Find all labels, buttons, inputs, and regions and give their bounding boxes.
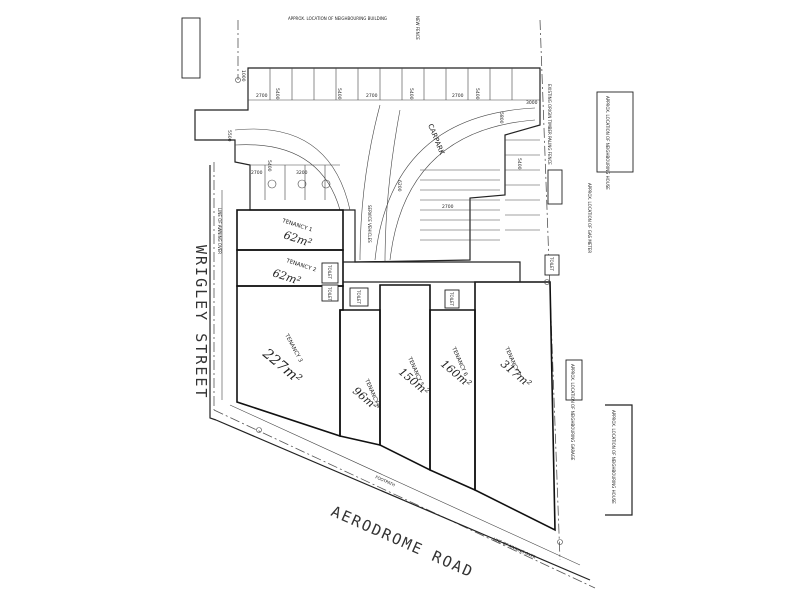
wrigley-street-label: WRIGLEY STREET xyxy=(192,245,210,399)
toilet-box-2 xyxy=(321,284,339,302)
turning-arc-5 xyxy=(359,104,381,261)
dim-5500: 5500 xyxy=(226,130,232,142)
toilet-label-4: TOILET xyxy=(449,291,454,307)
tenancy-4: TENANCY 4 96m² xyxy=(350,377,381,412)
tenancy-4-outline xyxy=(339,309,381,446)
note-right-gas: APPROX. LOCATION OF GAS METER xyxy=(587,183,592,253)
turning-arc-2 xyxy=(234,144,341,211)
turning-arc-1 xyxy=(234,128,351,211)
tenancy-3-outline xyxy=(236,285,344,438)
toilet-label-2: TOILET xyxy=(327,286,332,302)
note-box-house xyxy=(596,91,634,173)
dim-5400-e: 5400 xyxy=(266,160,272,172)
dim-2700-b: 2700 xyxy=(366,93,378,99)
tenancy-6: TENANCY 6 160m² xyxy=(438,345,474,390)
tenancy-2: TENANCY 2 62m² xyxy=(271,258,317,288)
note-fence: EXISTING ORIGIN TIMBER PALING FENCE xyxy=(547,84,552,165)
dim-3200: 3200 xyxy=(296,170,308,176)
tenancy-7-outline xyxy=(474,281,556,532)
dim-5800: 5800 xyxy=(498,112,504,124)
toilet-label-3: TOILET xyxy=(356,289,361,305)
bollard-3 xyxy=(557,539,563,545)
dim-6200: 6200 xyxy=(396,180,402,192)
dim-2700-e: 2700 xyxy=(442,204,454,210)
carpark-outline xyxy=(194,67,541,263)
boundary-aerodrome xyxy=(213,409,596,589)
bollard-2 xyxy=(256,427,262,433)
toilet-box-1 xyxy=(321,262,339,284)
svg-text:62m²: 62m² xyxy=(271,266,302,287)
note-box-garage xyxy=(565,359,583,401)
note-top-fence: NEW FENCE xyxy=(415,16,420,40)
wrigley-kerb xyxy=(209,165,217,421)
bollard-4 xyxy=(544,279,550,285)
dim-5400-b: 5400 xyxy=(336,88,342,100)
turning-arc-4 xyxy=(389,119,536,261)
dim-5400-c: 5400 xyxy=(408,88,414,100)
note-line-aerodrome: LINE OF AWNING OVER xyxy=(493,536,537,559)
tenancy-5: TENANCY 5 150m² xyxy=(396,355,432,398)
note-box-house2 xyxy=(605,404,633,516)
bollard-1 xyxy=(235,77,241,83)
note-right-garage: APPROX. LOCATION OF NEIGHBOURING GARAGE xyxy=(570,364,575,461)
tenancy-7: TENANCY 7 317m² xyxy=(498,345,534,390)
dim-1000: 1000 xyxy=(240,70,246,82)
toilet-box-4 xyxy=(444,289,460,309)
toilet-box-5 xyxy=(544,254,560,276)
toilet-label-5: TOILET xyxy=(549,256,554,272)
dim-5400-a: 5400 xyxy=(274,88,280,100)
rear-corridor xyxy=(343,261,521,283)
toilet-box-3 xyxy=(349,287,369,307)
footpath-label: FOOTPATH xyxy=(375,474,396,487)
turning-arc-3 xyxy=(374,107,536,261)
aerodrome-kerb xyxy=(215,419,591,581)
mid-parking-bays xyxy=(250,139,540,241)
top-parking-bays xyxy=(248,68,540,101)
note-box-top xyxy=(181,17,201,79)
note-line-wrigley: LINE OF AWNING OVER xyxy=(217,208,222,254)
turning-arc-6 xyxy=(384,109,401,263)
note-right-house: APPROX. LOCATION OF NEIGHBOURING HOUSE xyxy=(605,96,610,190)
tenancy-3: TENANCY 3 227m² xyxy=(259,332,305,387)
carpark-label: CARPARK xyxy=(426,123,446,157)
service-vehicles-label: SERVICE VEHICLES xyxy=(367,205,372,243)
note-right-house2: APPROX. LOCATION OF NEIGHBOURING HOUSE xyxy=(611,410,616,504)
toilet-label-1: TOILET xyxy=(327,264,332,280)
dim-2700-c: 2700 xyxy=(452,93,464,99)
aerodrome-kerb-inner xyxy=(229,404,581,566)
dim-2700-a: 2700 xyxy=(256,93,268,99)
dim-2700-d: 2700 xyxy=(251,170,263,176)
tenancy-1: TENANCY 1 62m² xyxy=(280,218,313,250)
dim-3000: 3000 xyxy=(526,100,538,106)
dim-5400-f: 5400 xyxy=(516,158,522,170)
note-box-gas xyxy=(547,169,563,205)
aerodrome-road-label: AERODROME ROAD xyxy=(328,502,476,581)
dim-5400-d: 5400 xyxy=(474,88,480,100)
accessible-icon xyxy=(267,179,331,189)
tenancy-6-outline xyxy=(429,309,476,492)
note-top-building: APPROX. LOCATION OF NEIGHBOURING BUILDIN… xyxy=(288,16,387,21)
